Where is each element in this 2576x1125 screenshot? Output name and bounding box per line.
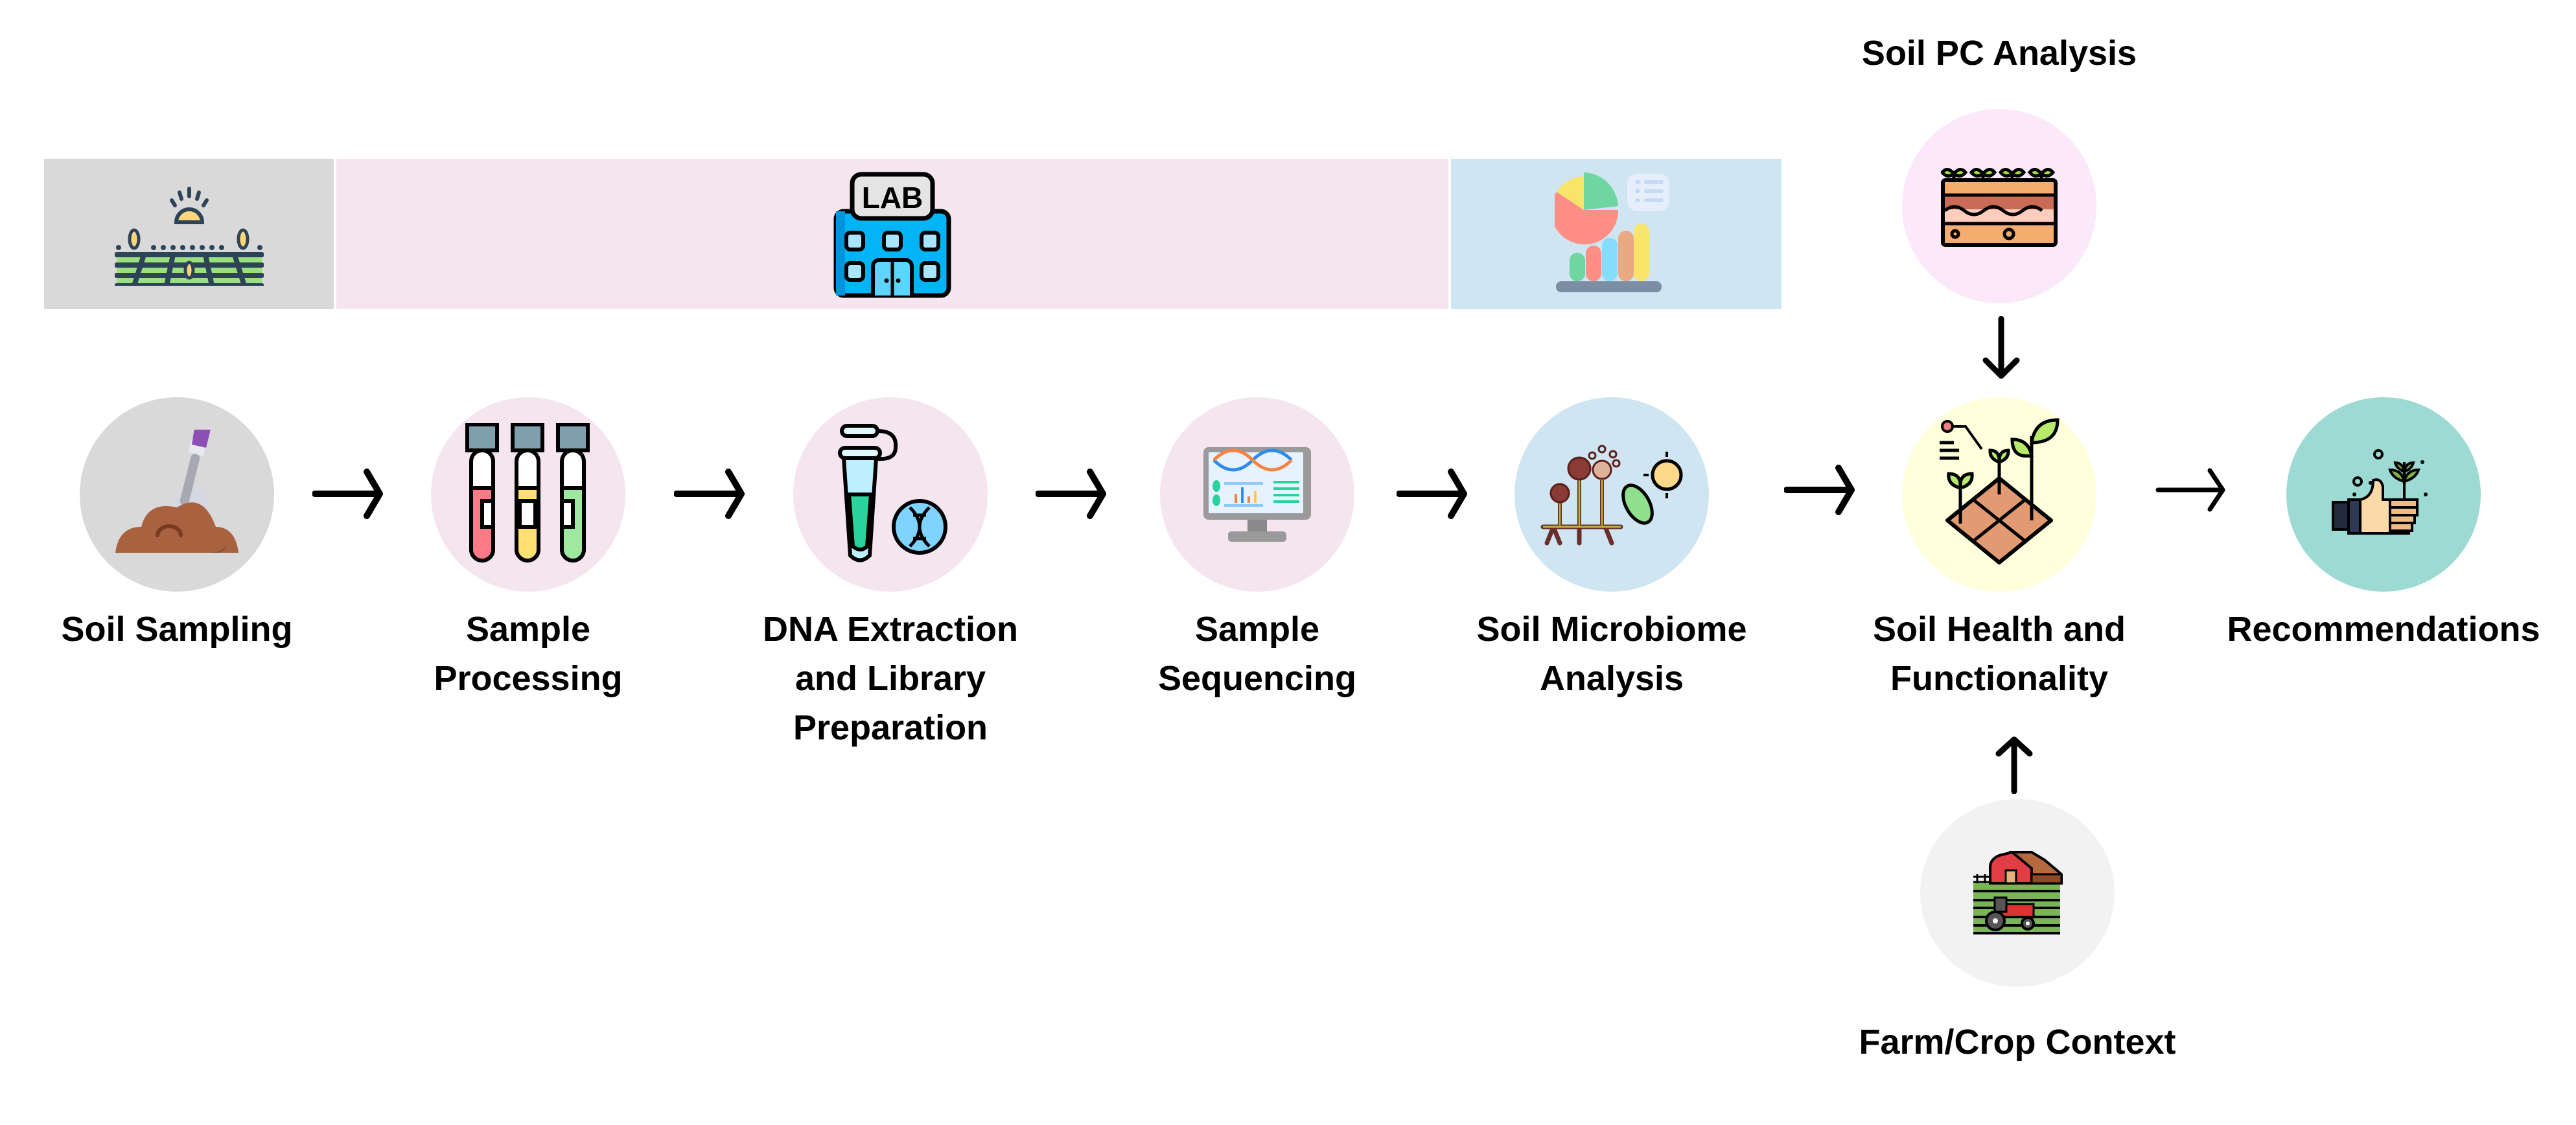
stage-band-lab: LAB [336,159,1448,309]
arrow-right-icon [1784,465,1855,515]
label-dna-extraction: DNA Extraction and Library Preparation [763,605,1018,752]
microbes-icon [1540,445,1683,546]
label-farm-crop-context: Farm/Crop Context [1859,1017,2176,1067]
node-farm-crop-context [1920,799,2115,987]
label-line: Functionality [1890,659,2108,698]
label-line: Farm/Crop Context [1859,1023,2176,1061]
label-line: Recommendations [2227,610,2540,649]
label-soil-sampling: Soil Sampling [61,605,292,654]
soil-plants-icon [1940,418,2060,564]
farm-tractor-icon [1973,851,2063,934]
label-line: Soil Sampling [61,610,293,649]
node-soil-pc-analysis [1902,109,2096,303]
label-line: and Library [795,659,986,698]
node-sample-processing [431,397,625,592]
soil-shovel-icon [115,430,238,553]
lab-sign-text: LAB [862,181,923,215]
label-line: Analysis [1539,659,1684,698]
lab-building-icon: LAB [833,172,951,298]
arrow-dna-to-sequencing [1036,468,1107,520]
node-dna-extraction [793,397,988,592]
label-sample-sequencing: Sample Sequencing [1158,605,1356,703]
sequencing-monitor-icon [1203,447,1311,542]
label-line: Soil Health and [1872,610,2126,649]
label-line: Preparation [793,708,988,747]
node-soil-sampling [80,397,274,592]
node-recommendations [2286,397,2481,592]
node-microbiome-analysis [1514,397,1709,592]
dna-tube-icon [838,424,947,562]
node-sample-sequencing [1160,397,1354,592]
arrow-down-icon [1982,316,2020,379]
label-microbiome-analysis: Soil Microbiome Analysis [1476,605,1746,703]
label-line: Soil PC Analysis [1861,34,2137,73]
arrow-right-icon [2155,468,2225,512]
soil-layers-icon [1941,168,2058,247]
test-tubes-icon [465,423,590,562]
charts-analytics-icon [1555,172,1669,292]
thumbs-up-plant-icon [2332,449,2428,535]
stage-band-field [44,159,334,309]
arrow-down-soil-pc-to-soil-health [1982,316,2021,381]
label-soil-health: Soil Health and Functionality [1873,605,2126,703]
arrow-soil-health-to-recommendations [2155,464,2227,516]
stage-band-analysis [1451,159,1781,309]
arrow-right-icon [674,469,745,519]
arrow-right-icon [1036,469,1106,519]
arrow-sequencing-to-microbiome [1397,468,1468,520]
arrow-up-farm-context-to-soil-health [1995,736,2034,794]
label-line: Soil Microbiome [1476,610,1747,649]
label-recommendations: Recommendations [2227,605,2540,654]
arrow-up-icon [1995,736,2033,794]
label-sample-processing: Sample Processing [434,605,622,703]
arrow-right-icon [312,469,383,519]
label-line: Processing [434,659,623,698]
label-line: Sample [1194,610,1320,649]
label-soil-pc-analysis: Soil PC Analysis [1862,29,2137,78]
node-soil-health [1902,397,2096,592]
label-line: DNA Extraction [762,610,1019,649]
arrow-processing-to-dna [674,468,745,520]
label-line: Sequencing [1157,659,1357,698]
arrow-sampling-to-processing [312,468,384,520]
arrow-microbiome-to-soil-health [1784,464,1855,516]
field-sunrise-icon [114,187,264,286]
arrow-right-icon [1397,469,1467,519]
label-line: Sample [465,610,591,649]
